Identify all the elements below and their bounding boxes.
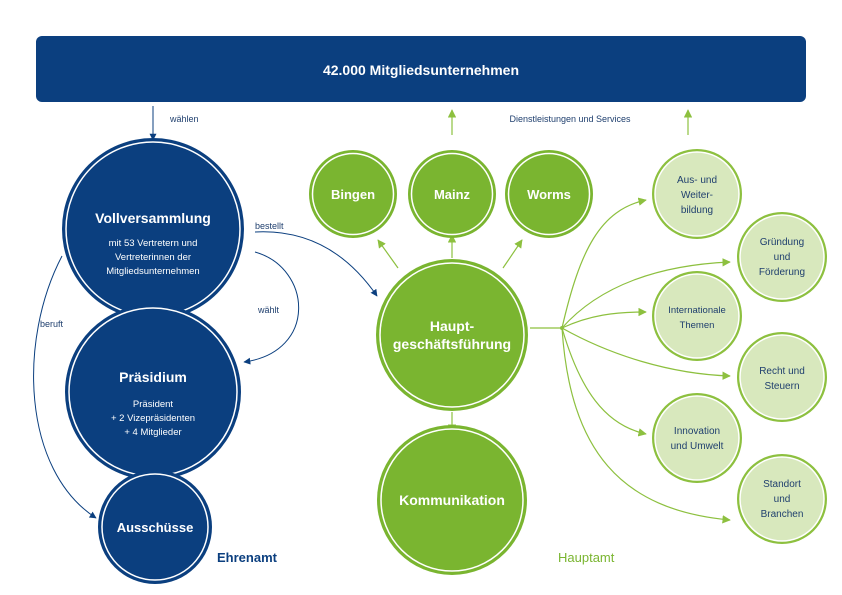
- dept-3-line-2: Themen: [680, 320, 715, 331]
- dept-5-line-2: und Umwelt: [671, 441, 724, 452]
- dept-1-line-3: bildung: [681, 205, 713, 216]
- vollversammlung-line-3: Mitgliedsunternehmen: [106, 266, 199, 277]
- dept-2-line-3: Förderung: [759, 267, 805, 278]
- member-companies-banner: 42.000 Mitgliedsunternehmen: [36, 36, 806, 102]
- vollversammlung-node: Vollversammlung mit 53 Vertretern und Ve…: [62, 138, 244, 320]
- hgf-line-1: Haupt-: [430, 318, 475, 334]
- label-bestellt: bestellt: [255, 221, 284, 231]
- hgf-line-2: geschäftsführung: [393, 336, 511, 352]
- office-bingen-label: Bingen: [331, 187, 375, 202]
- dept-1-line-2: Weiter-: [681, 190, 713, 201]
- praesidium-line-2: + 2 Vizepräsidenten: [111, 413, 195, 424]
- label-beruft: beruft: [40, 319, 64, 329]
- praesidium-line-1: Präsident: [133, 399, 173, 410]
- arrow-elects-presidium: [243, 251, 300, 365]
- office-worms: Worms: [505, 150, 593, 238]
- office-bingen: Bingen: [309, 150, 397, 238]
- office-worms-label: Worms: [527, 187, 571, 202]
- vollversammlung-title: Vollversammlung: [95, 210, 211, 226]
- dept-4-line-2: Steuern: [764, 381, 799, 392]
- praesidium-line-3: + 4 Mitglieder: [124, 427, 181, 438]
- praesidium-node: Präsidium Präsident + 2 Vizepräsidenten …: [65, 304, 241, 480]
- arrow-appoints-hgf: [254, 231, 378, 297]
- hauptgeschaeftsfuehrung-node: Haupt- geschäftsführung: [376, 259, 528, 411]
- banner-label: 42.000 Mitgliedsunternehmen: [323, 62, 519, 78]
- office-mainz: Mainz: [408, 150, 496, 238]
- dept-1-line-1: Aus- und: [677, 175, 717, 186]
- dept-standort-und-branchen: Standort und Branchen: [737, 454, 827, 544]
- dept-aus-und-weiterbildung: Aus- und Weiter- bildung: [652, 149, 742, 239]
- dept-innovation-und-umwelt: Innovation und Umwelt: [652, 393, 742, 483]
- label-ehrenamt: Ehrenamt: [217, 550, 278, 565]
- kommunikation-node: Kommunikation: [377, 425, 527, 575]
- dept-6-line-1: Standort: [763, 479, 801, 490]
- dept-6-line-2: und: [774, 494, 791, 505]
- dept-internationale-themen: Internationale Themen: [652, 271, 742, 361]
- arrow-appoints-committees: [33, 255, 97, 519]
- vollversammlung-line-1: mit 53 Vertretern und: [109, 238, 198, 249]
- label-waehlt: wählt: [257, 305, 280, 315]
- kommunikation-title: Kommunikation: [399, 492, 505, 508]
- department-connectors: [530, 197, 731, 524]
- label-hauptamt: Hauptamt: [558, 550, 615, 565]
- label-services: Dienstleistungen und Services: [509, 114, 631, 124]
- dept-4-line-1: Recht und: [759, 366, 805, 377]
- dept-recht-und-steuern: Recht und Steuern: [737, 332, 827, 422]
- dept-6-line-3: Branchen: [761, 509, 804, 520]
- label-waehlen: wählen: [169, 114, 199, 124]
- vollversammlung-line-2: Vertreterinnen der: [115, 252, 191, 263]
- arrow-hgf-bingen: [377, 239, 399, 269]
- dept-3-line-1: Internationale: [668, 305, 726, 316]
- dept-5-line-1: Innovation: [674, 426, 720, 437]
- ausschuesse-title: Ausschüsse: [117, 520, 194, 535]
- arrow-hgf-worms: [502, 239, 523, 269]
- dept-2-line-2: und: [774, 252, 791, 263]
- praesidium-title: Präsidium: [119, 369, 187, 385]
- dept-2-line-1: Gründung: [760, 237, 804, 248]
- dept-gruendung-und-foerderung: Gründung und Förderung: [737, 212, 827, 302]
- office-mainz-label: Mainz: [434, 187, 471, 202]
- ausschuesse-node: Ausschüsse: [98, 470, 212, 584]
